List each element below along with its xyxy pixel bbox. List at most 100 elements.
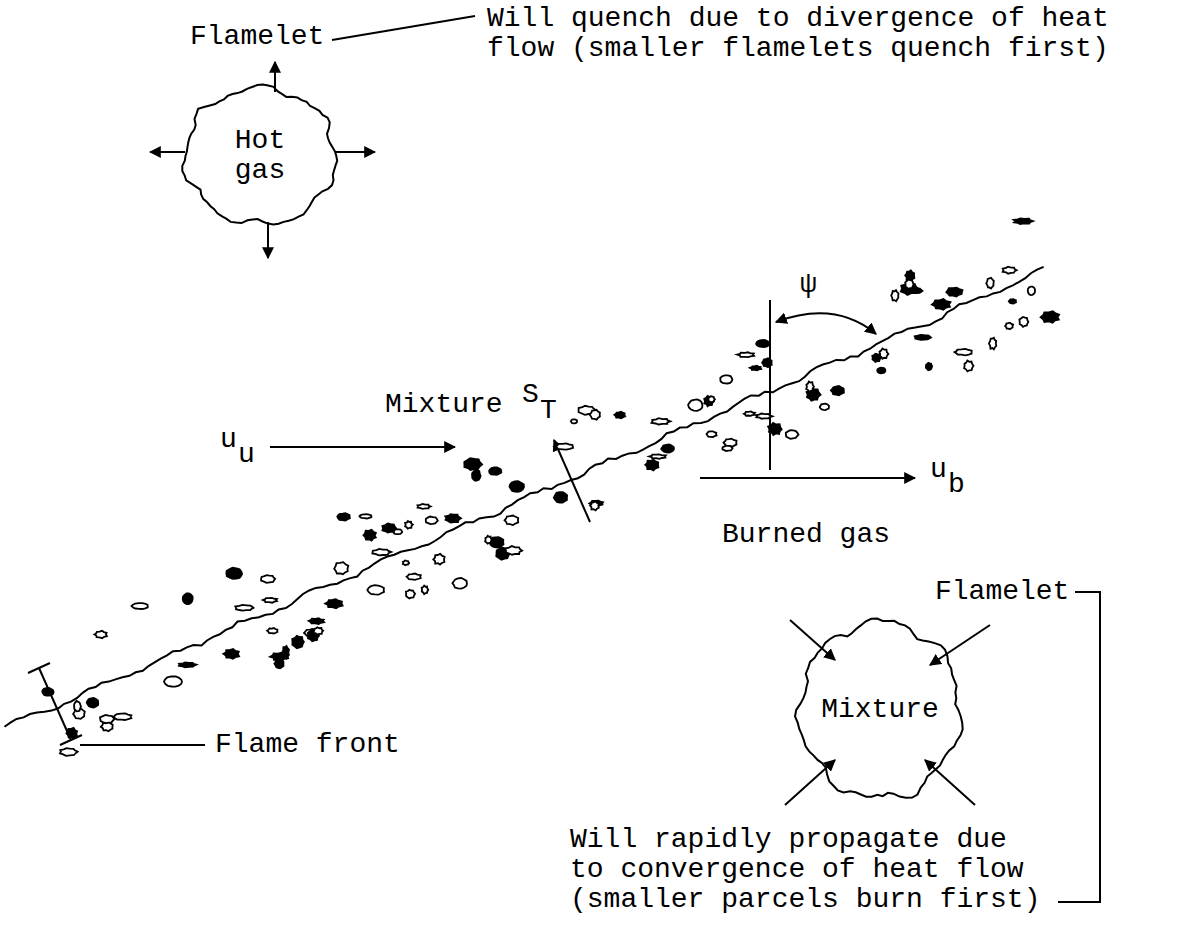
small-flamelet xyxy=(325,599,342,608)
small-flamelet xyxy=(1019,317,1028,327)
small-flamelet xyxy=(418,504,431,509)
small-flamelet xyxy=(505,516,519,526)
small-flamelet xyxy=(1005,323,1013,330)
small-flamelet xyxy=(762,358,772,367)
flamelet-heading: Flamelet xyxy=(935,577,1069,607)
small-flamelet xyxy=(756,340,769,347)
small-flamelet xyxy=(877,368,885,374)
small-flamelet xyxy=(263,598,277,603)
speed-symbol: S xyxy=(522,380,539,410)
small-flamelet xyxy=(179,663,196,668)
small-flamelet xyxy=(590,410,600,420)
small-flamelet xyxy=(926,363,932,370)
small-flamelet xyxy=(571,419,577,423)
small-flamelet xyxy=(806,382,814,393)
flamelet-heading: Flamelet xyxy=(190,22,324,52)
small-flamelet xyxy=(786,430,799,439)
heat-arrow xyxy=(150,151,185,153)
small-flamelet xyxy=(932,299,951,310)
small-flamelet xyxy=(946,288,962,297)
small-flamelet xyxy=(235,605,253,611)
small-flamelet xyxy=(472,470,481,481)
heat-arrow xyxy=(925,760,975,805)
flame-front-line xyxy=(5,267,1044,727)
small-flamelet xyxy=(750,366,761,371)
small-flamelet xyxy=(756,414,772,419)
small-flamelet xyxy=(292,636,304,649)
small-flamelet xyxy=(164,676,182,686)
small-flamelet xyxy=(1041,311,1060,322)
velocity-symbol: u xyxy=(220,425,237,455)
small-flamelet xyxy=(183,593,193,604)
small-flamelet xyxy=(722,446,732,451)
small-flamelet xyxy=(661,445,674,453)
small-flamelet xyxy=(485,536,492,544)
small-flamelet xyxy=(614,412,625,419)
small-flamelet xyxy=(452,578,467,589)
speed-arrow xyxy=(554,440,590,522)
flamelet-content: Hot gas xyxy=(230,126,290,186)
small-flamelet xyxy=(555,443,574,449)
small-flamelet xyxy=(1009,299,1016,303)
part-label: Flame front xyxy=(215,730,400,760)
small-flamelet xyxy=(489,467,501,475)
flamelet-boundary xyxy=(182,85,337,225)
small-flamelet xyxy=(382,524,396,533)
small-flamelet xyxy=(905,280,913,289)
small-flamelet xyxy=(270,653,289,661)
subscript: u xyxy=(238,440,255,470)
small-flamelet xyxy=(94,631,107,638)
small-flamelet xyxy=(955,349,972,355)
small-flamelet xyxy=(744,411,755,416)
region-label: Mixture xyxy=(385,390,503,420)
region-label: Burned gas xyxy=(722,520,890,550)
small-flamelet xyxy=(403,560,409,565)
leader-line xyxy=(332,16,475,40)
small-flamelet xyxy=(337,513,350,520)
small-flamelet xyxy=(445,514,461,523)
small-flamelet xyxy=(359,514,371,518)
small-flamelet xyxy=(367,585,384,595)
small-flamelet xyxy=(406,590,415,599)
heat-arrow xyxy=(267,222,269,258)
small-flamelet xyxy=(1003,267,1017,274)
bracket-tick xyxy=(28,663,50,673)
small-flamelet xyxy=(649,454,666,459)
small-flamelet xyxy=(986,278,994,289)
small-flamelet xyxy=(334,562,348,574)
small-flamelet xyxy=(422,586,429,595)
small-flamelet xyxy=(309,618,324,624)
small-flamelet xyxy=(363,530,376,541)
small-flamelet xyxy=(891,290,898,301)
flamelet-node: FlameletMixture xyxy=(790,577,1080,817)
small-flamelet xyxy=(100,715,115,723)
small-flamelet xyxy=(87,698,99,708)
small-flamelet xyxy=(267,628,277,633)
small-flamelet xyxy=(554,492,567,503)
velocity-symbol: u xyxy=(930,455,947,485)
flow-arrow xyxy=(700,477,915,479)
small-flamelet xyxy=(132,603,148,609)
subscript: b xyxy=(948,470,965,500)
small-flamelet xyxy=(737,352,754,357)
leader-line xyxy=(1058,592,1100,902)
small-flamelet xyxy=(313,627,323,634)
callout-note: Will quench due to divergence of heat fl… xyxy=(487,4,1117,64)
flamelet-cloud xyxy=(42,219,1059,756)
small-flamelet xyxy=(407,574,421,580)
small-flamelet xyxy=(820,404,829,411)
small-flamelet xyxy=(426,517,438,525)
small-flamelet xyxy=(510,481,525,492)
small-flamelet xyxy=(704,396,714,407)
small-flamelet xyxy=(590,501,599,510)
small-flamelet xyxy=(66,728,77,738)
small-flamelet xyxy=(872,354,881,362)
small-flamelet xyxy=(223,649,239,659)
small-flamelet xyxy=(720,375,732,383)
angle-symbol: ψ xyxy=(800,270,817,300)
small-flamelet xyxy=(433,554,444,565)
flamelet-boundary xyxy=(795,619,963,798)
reference-line xyxy=(769,300,771,470)
flow-arrow xyxy=(270,446,455,448)
